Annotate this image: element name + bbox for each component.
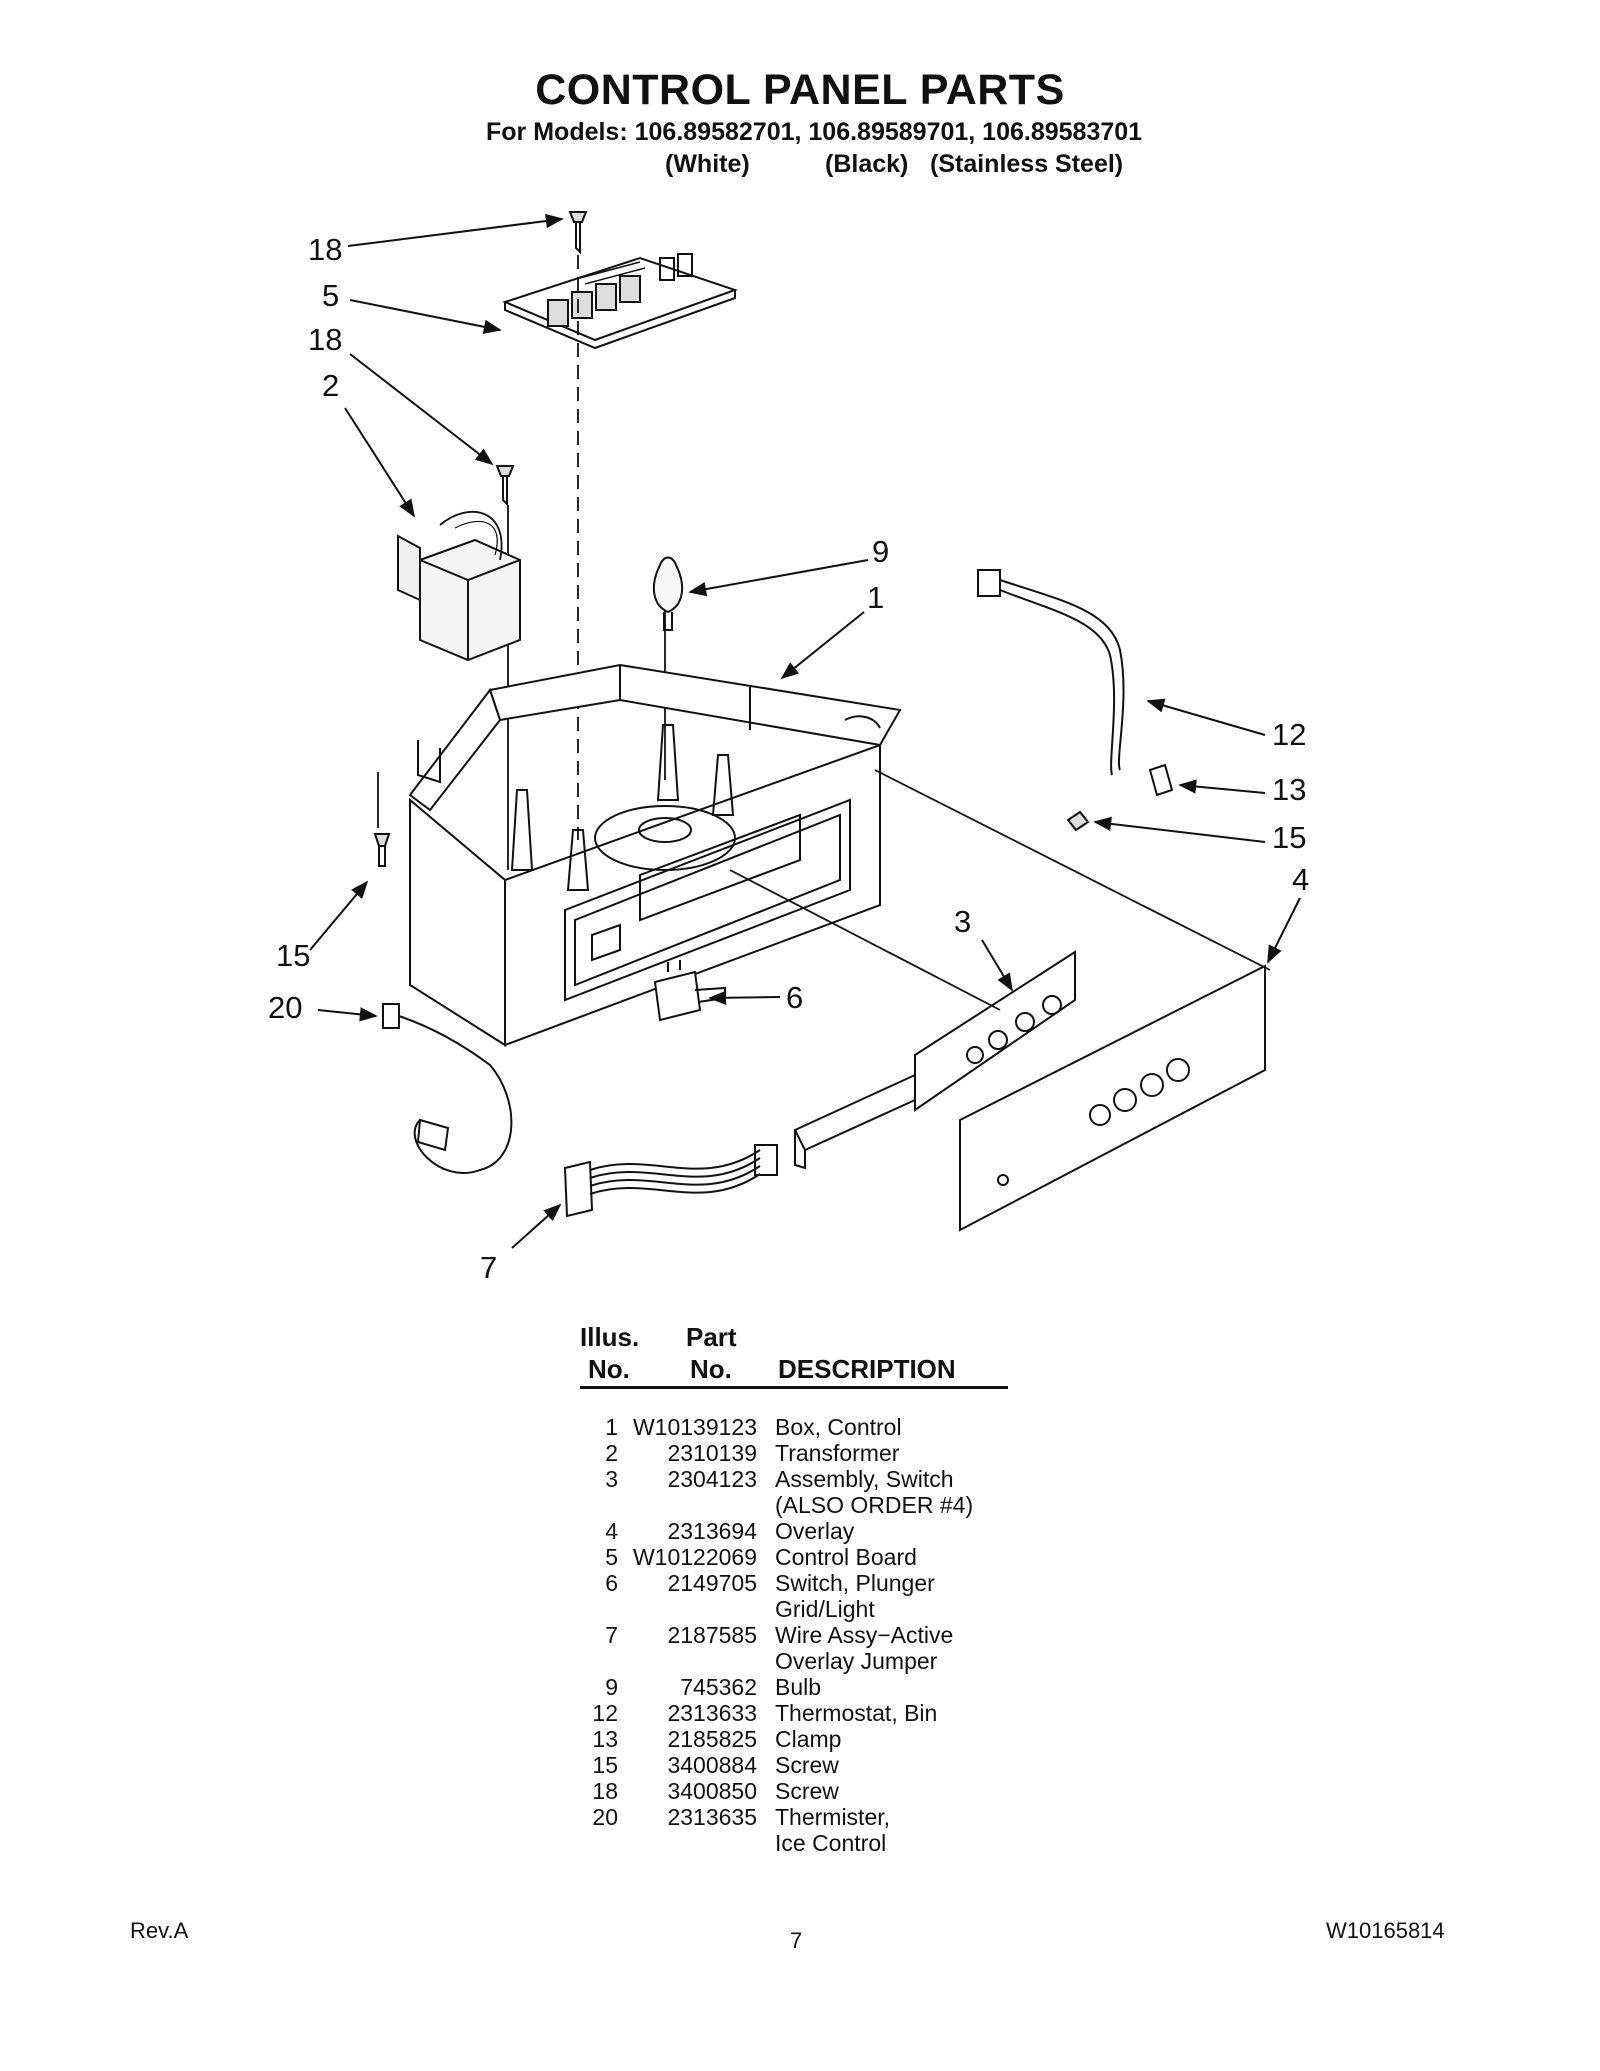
thermostat-bin-part [977, 569, 1125, 776]
callout-3: 3 [954, 904, 971, 939]
callout-15-right: 15 [1272, 820, 1306, 855]
exploded-parts-diagram: 18 5 18 2 9 1 12 13 15 4 3 15 20 6 7 [268, 211, 1309, 1285]
wire-assembly-part [563, 1144, 778, 1218]
header-illus-bottom: No. [588, 1354, 630, 1384]
header-description: DESCRIPTION [778, 1354, 956, 1384]
overlay-part [959, 964, 1266, 1232]
header-illus-top: Illus. [580, 1322, 640, 1352]
footer-document-number: W10165814 [1326, 1918, 1445, 1943]
control-box-part [408, 663, 902, 1047]
thermister-part [382, 1003, 513, 1174]
clamp-part [1148, 763, 1174, 797]
footer-page-number: 7 [790, 1928, 803, 1953]
variant-black: (Black) [825, 150, 909, 178]
models-line: For Models: 106.89582701, 106.89589701, … [486, 118, 1143, 146]
callout-18-top: 18 [308, 232, 342, 267]
control-board-part [502, 253, 739, 350]
table-header-rule [580, 1386, 1008, 1389]
variant-white: (White) [665, 150, 750, 178]
callout-18-left: 18 [308, 322, 342, 357]
callout-15-left: 15 [276, 938, 310, 973]
callout-6: 6 [786, 980, 803, 1015]
callout-12: 12 [1272, 717, 1306, 752]
switch-assembly-part [793, 950, 1076, 1170]
callout-4: 4 [1292, 862, 1309, 897]
screw-right-part [1066, 810, 1090, 832]
bulb-part [652, 556, 684, 631]
callout-1: 1 [867, 580, 884, 615]
page-title: CONTROL PANEL PARTS [535, 66, 1065, 114]
screw-bottom-left-part [373, 833, 391, 867]
header-part-top: Part [686, 1322, 737, 1352]
screw-left-part [495, 465, 515, 507]
callout-9: 9 [872, 534, 889, 569]
callout-20: 20 [268, 990, 302, 1025]
screw-top-part [568, 211, 588, 255]
header-part-bottom: No. [690, 1354, 732, 1384]
plunger-switch-part [653, 960, 726, 1022]
callout-13: 13 [1272, 772, 1306, 807]
footer-revision: Rev.A [130, 1918, 189, 1943]
callout-5: 5 [322, 278, 339, 313]
callout-7: 7 [480, 1250, 497, 1285]
callout-2: 2 [322, 368, 339, 403]
variant-stainless: (Stainless Steel) [930, 150, 1124, 178]
transformer-part [397, 510, 521, 662]
